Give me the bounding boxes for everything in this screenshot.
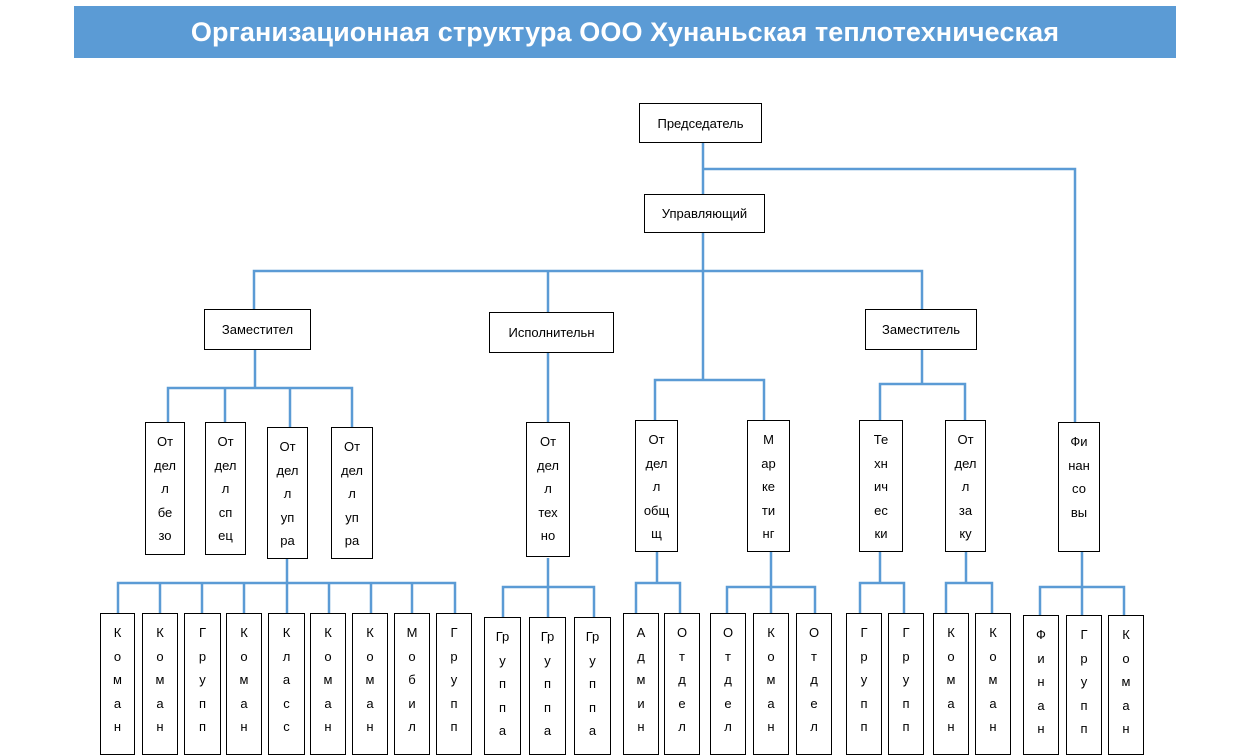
connector-dept10-units bbox=[1038, 552, 1126, 615]
unit-10[interactable]: Гр у п п а bbox=[484, 617, 521, 755]
unit-19[interactable]: Г р у п п bbox=[888, 613, 924, 755]
dept-technician[interactable]: Те хн ич ес ки bbox=[859, 420, 903, 552]
chart-title-bar: Организационная структура ООО Хунаньская… bbox=[74, 6, 1176, 58]
dept-purchasing[interactable]: От дел л за ку bbox=[945, 420, 986, 552]
unit-15[interactable]: О т д е л bbox=[710, 613, 746, 755]
unit-12[interactable]: Гр у п п а bbox=[574, 617, 611, 755]
unit-3[interactable]: Г р у п п bbox=[184, 613, 221, 755]
connector-dept9-units bbox=[944, 552, 994, 613]
unit-9[interactable]: Г р у п п bbox=[436, 613, 472, 755]
unit-7[interactable]: К о м а н bbox=[352, 613, 388, 755]
node-executive[interactable]: Исполнительн bbox=[489, 312, 614, 353]
connector-dept3-units bbox=[116, 558, 457, 613]
node-deputy-left[interactable]: Заместител bbox=[204, 309, 311, 350]
node-chairman-label: Председатель bbox=[657, 115, 744, 131]
connector-dept5-units bbox=[501, 558, 596, 617]
connector-dept7-units bbox=[725, 552, 817, 613]
node-manager[interactable]: Управляющий bbox=[644, 194, 765, 233]
dept-management-2[interactable]: От дел л уп ра bbox=[331, 427, 373, 559]
connector-deputy-right bbox=[878, 349, 967, 420]
connector-chairman-finance bbox=[703, 167, 1077, 422]
node-deputy-right[interactable]: Заместитель bbox=[865, 309, 977, 350]
node-deputy-right-label: Заместитель bbox=[882, 322, 960, 337]
dept-marketing[interactable]: М ар ке ти нг bbox=[747, 420, 790, 552]
dept-finance[interactable]: Фи нан со вы bbox=[1058, 422, 1100, 552]
unit-22[interactable]: Ф и н а н bbox=[1023, 615, 1059, 755]
unit-18[interactable]: Г р у п п bbox=[846, 613, 882, 755]
unit-21[interactable]: К о м а н bbox=[975, 613, 1011, 755]
unit-5[interactable]: К л а с с bbox=[268, 613, 305, 755]
unit-24[interactable]: К о м а н bbox=[1108, 615, 1144, 755]
unit-14[interactable]: О т д е л bbox=[664, 613, 700, 755]
unit-4[interactable]: К о м а н bbox=[226, 613, 262, 755]
node-executive-label: Исполнительн bbox=[508, 325, 595, 340]
unit-6[interactable]: К о м а н bbox=[310, 613, 346, 755]
unit-8[interactable]: М о б и л bbox=[394, 613, 430, 755]
dept-management-1[interactable]: От дел л уп ра bbox=[267, 427, 308, 559]
unit-20[interactable]: К о м а н bbox=[933, 613, 969, 755]
connector-manager-depts bbox=[653, 378, 766, 420]
node-deputy-left-label: Заместител bbox=[221, 322, 294, 337]
unit-23[interactable]: Г р у п п bbox=[1066, 615, 1102, 755]
dept-safety[interactable]: От дел л бе зо bbox=[145, 422, 185, 555]
node-chairman[interactable]: Председатель bbox=[639, 103, 762, 143]
unit-16[interactable]: К о м а н bbox=[753, 613, 789, 755]
unit-1[interactable]: К о м а н bbox=[100, 613, 135, 755]
dept-special[interactable]: От дел л сп ец bbox=[205, 422, 246, 555]
dept-technical[interactable]: От дел л тех но bbox=[526, 422, 570, 557]
chart-title: Организационная структура ООО Хунаньская… bbox=[190, 16, 1060, 47]
connector-deputy-left bbox=[166, 349, 354, 427]
node-manager-label: Управляющий bbox=[661, 206, 748, 221]
unit-2[interactable]: К о м а н bbox=[142, 613, 178, 755]
unit-11[interactable]: Гр у п п а bbox=[529, 617, 566, 755]
connector-dept8-units bbox=[858, 552, 906, 613]
connector-top-bus bbox=[252, 269, 924, 309]
unit-17[interactable]: О т д е л bbox=[796, 613, 832, 755]
connector-dept6-units bbox=[634, 552, 682, 613]
dept-general[interactable]: От дел л общ щ bbox=[635, 420, 678, 552]
unit-13[interactable]: А д м и н bbox=[623, 613, 659, 755]
